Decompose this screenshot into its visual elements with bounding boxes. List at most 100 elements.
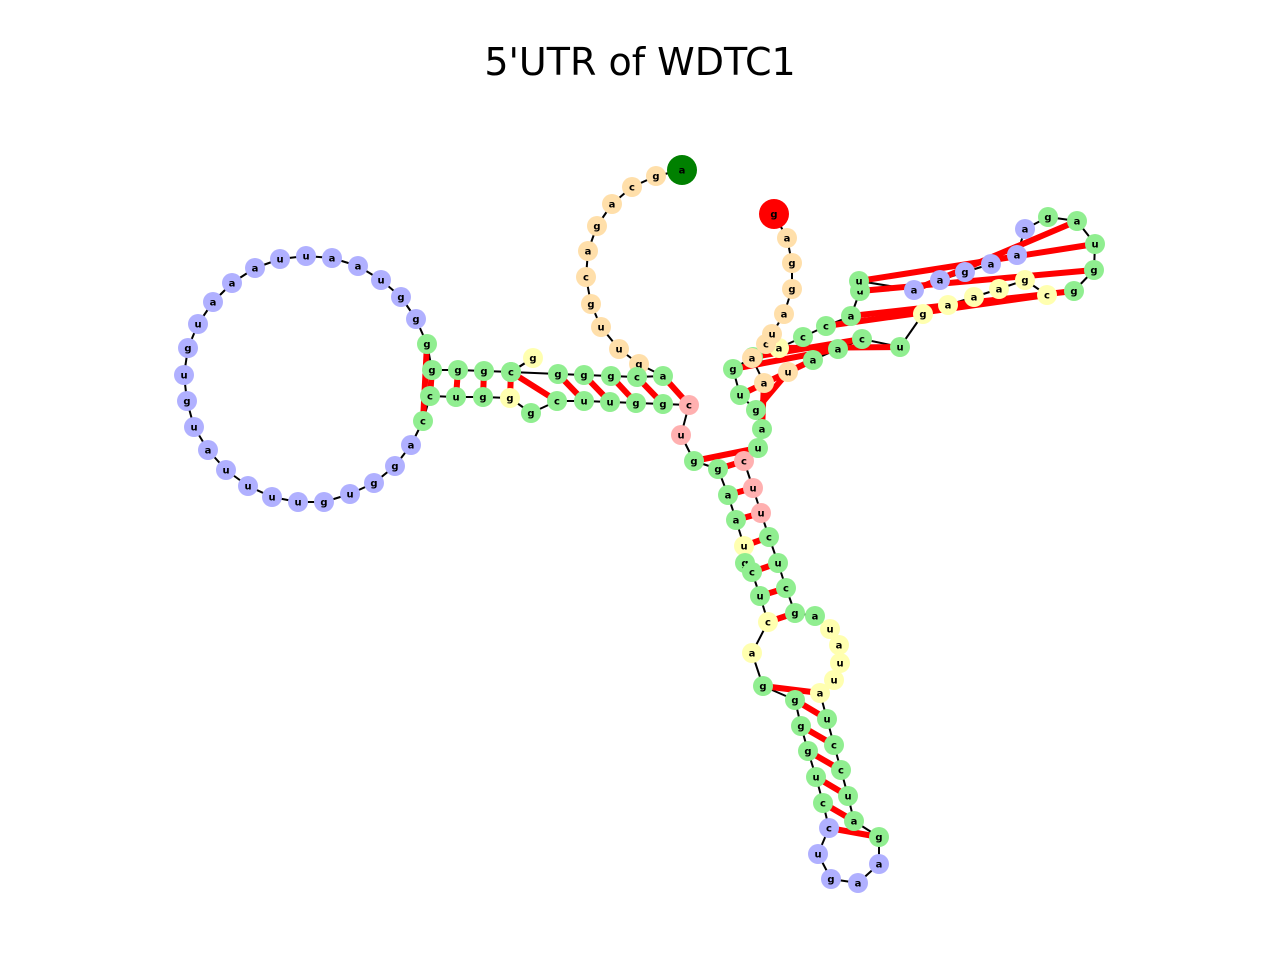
nucleotide-circle bbox=[785, 690, 805, 710]
nucleotide-label: g bbox=[479, 393, 486, 404]
nucleotide: u bbox=[748, 438, 768, 458]
nucleotide-circle bbox=[803, 350, 823, 370]
nucleotide: a bbox=[726, 510, 746, 530]
nucleotide: a bbox=[841, 306, 861, 326]
nucleotide: u bbox=[734, 536, 754, 556]
nucleotides: agcagacguugacgggcgcgggggguaauuaaauguguau… bbox=[174, 155, 1105, 893]
nucleotide-label: g bbox=[480, 367, 487, 378]
nucleotide-circle bbox=[574, 365, 594, 385]
nucleotide: g bbox=[746, 400, 766, 420]
nucleotide-label: a bbox=[1074, 217, 1081, 228]
nucleotide-circle bbox=[791, 716, 811, 736]
nucleotide-circle bbox=[448, 360, 468, 380]
nucleotide-circle bbox=[288, 492, 308, 512]
nucleotide-label: c bbox=[820, 799, 826, 810]
nucleotide: a bbox=[578, 241, 598, 261]
nucleotide-circle bbox=[849, 271, 869, 291]
nucleotide-circle bbox=[938, 295, 958, 315]
nucleotide-circle bbox=[904, 280, 924, 300]
nucleotide: g bbox=[178, 338, 198, 358]
nucleotide-label: g bbox=[690, 457, 697, 468]
nucleotide: u bbox=[730, 385, 750, 405]
nucleotide: g bbox=[417, 334, 437, 354]
nucleotide-circle bbox=[742, 562, 762, 582]
nucleotide-label: g bbox=[797, 722, 804, 733]
nucleotide: g bbox=[385, 456, 405, 476]
nucleotide-label: u bbox=[244, 482, 251, 493]
nucleotide: u bbox=[671, 425, 691, 445]
nucleotide: g bbox=[473, 387, 493, 407]
nucleotide: u bbox=[574, 391, 594, 411]
nucleotide-label: c bbox=[629, 183, 635, 194]
nucleotide-circle bbox=[816, 316, 836, 336]
nucleotide-label: u bbox=[749, 484, 756, 495]
nucleotide-circle bbox=[521, 403, 541, 423]
nucleotide-circle bbox=[752, 419, 772, 439]
nucleotide-circle bbox=[474, 361, 494, 381]
nucleotide: a bbox=[322, 248, 342, 268]
nucleotide-label: u bbox=[836, 659, 843, 670]
nucleotide: a bbox=[1067, 211, 1087, 231]
nucleotide: g bbox=[785, 603, 805, 623]
nucleotide-circle bbox=[626, 393, 646, 413]
nucleotide-label: c bbox=[427, 392, 433, 403]
nucleotide-label: g bbox=[428, 366, 435, 377]
nucleotide-circle bbox=[726, 510, 746, 530]
nucleotide: c bbox=[793, 327, 813, 347]
nucleotide-circle bbox=[587, 216, 607, 236]
nucleotide-label: g bbox=[741, 559, 748, 570]
nucleotide-label: u bbox=[754, 444, 761, 455]
nucleotide: g bbox=[500, 388, 520, 408]
nucleotide-label: u bbox=[784, 368, 791, 379]
nucleotide-label: c bbox=[800, 333, 806, 344]
nucleotide: u bbox=[750, 586, 770, 606]
nucleotide-circle bbox=[824, 735, 844, 755]
nucleotide-label: a bbox=[971, 293, 978, 304]
nucleotide: a bbox=[1007, 245, 1027, 265]
nucleotide: c bbox=[547, 391, 567, 411]
base-pair-bond bbox=[693, 445, 759, 464]
nucleotide: u bbox=[778, 362, 798, 382]
nucleotide-label: a bbox=[988, 260, 995, 271]
nucleotide-label: a bbox=[776, 344, 783, 355]
nucleotide-label: g bbox=[961, 268, 968, 279]
nucleotide-circle bbox=[774, 304, 794, 324]
nucleotide-circle bbox=[576, 267, 596, 287]
nucleotide-label: a bbox=[835, 345, 842, 356]
nucleotide: g bbox=[869, 827, 889, 847]
nucleotide-circle bbox=[750, 586, 770, 606]
nucleotide-circle bbox=[758, 612, 778, 632]
nucleotide: g bbox=[723, 359, 743, 379]
nucleotide: g bbox=[1084, 260, 1104, 280]
nucleotide-circle bbox=[785, 603, 805, 623]
nucleotide-circle bbox=[314, 492, 334, 512]
nucleotide-circle bbox=[808, 844, 828, 864]
nucleotide: a bbox=[981, 254, 1001, 274]
nucleotide-circle bbox=[805, 606, 825, 626]
nucleotide: c bbox=[734, 451, 754, 471]
nucleotide-circle bbox=[413, 411, 433, 431]
nucleotide: g bbox=[684, 451, 704, 471]
nucleotide-label: g bbox=[788, 285, 795, 296]
nucleotide: g bbox=[646, 166, 666, 186]
nucleotide-label: g bbox=[659, 400, 666, 411]
nucleotide-label: u bbox=[597, 323, 604, 334]
nucleotide: g bbox=[1038, 207, 1058, 227]
nucleotide-label: a bbox=[761, 379, 768, 390]
nucleotide-label: g bbox=[1021, 276, 1028, 287]
nucleotide-circle bbox=[238, 476, 258, 496]
nucleotide-circle bbox=[296, 246, 316, 266]
nucleotide-circle bbox=[782, 279, 802, 299]
nucleotide-label: u bbox=[615, 345, 622, 356]
nucleotide: g bbox=[782, 253, 802, 273]
nucleotide-circle bbox=[762, 324, 782, 344]
nucleotide: c bbox=[852, 329, 872, 349]
nucleotide: a bbox=[401, 435, 421, 455]
nucleotide-circle bbox=[422, 360, 442, 380]
nucleotide-label: c bbox=[765, 618, 771, 629]
nucleotide-label: a bbox=[759, 425, 766, 436]
nucleotide-circle bbox=[718, 485, 738, 505]
nucleotide-label: a bbox=[945, 301, 952, 312]
nucleotide-label: g bbox=[1070, 287, 1077, 298]
nucleotide-label: a bbox=[848, 312, 855, 323]
